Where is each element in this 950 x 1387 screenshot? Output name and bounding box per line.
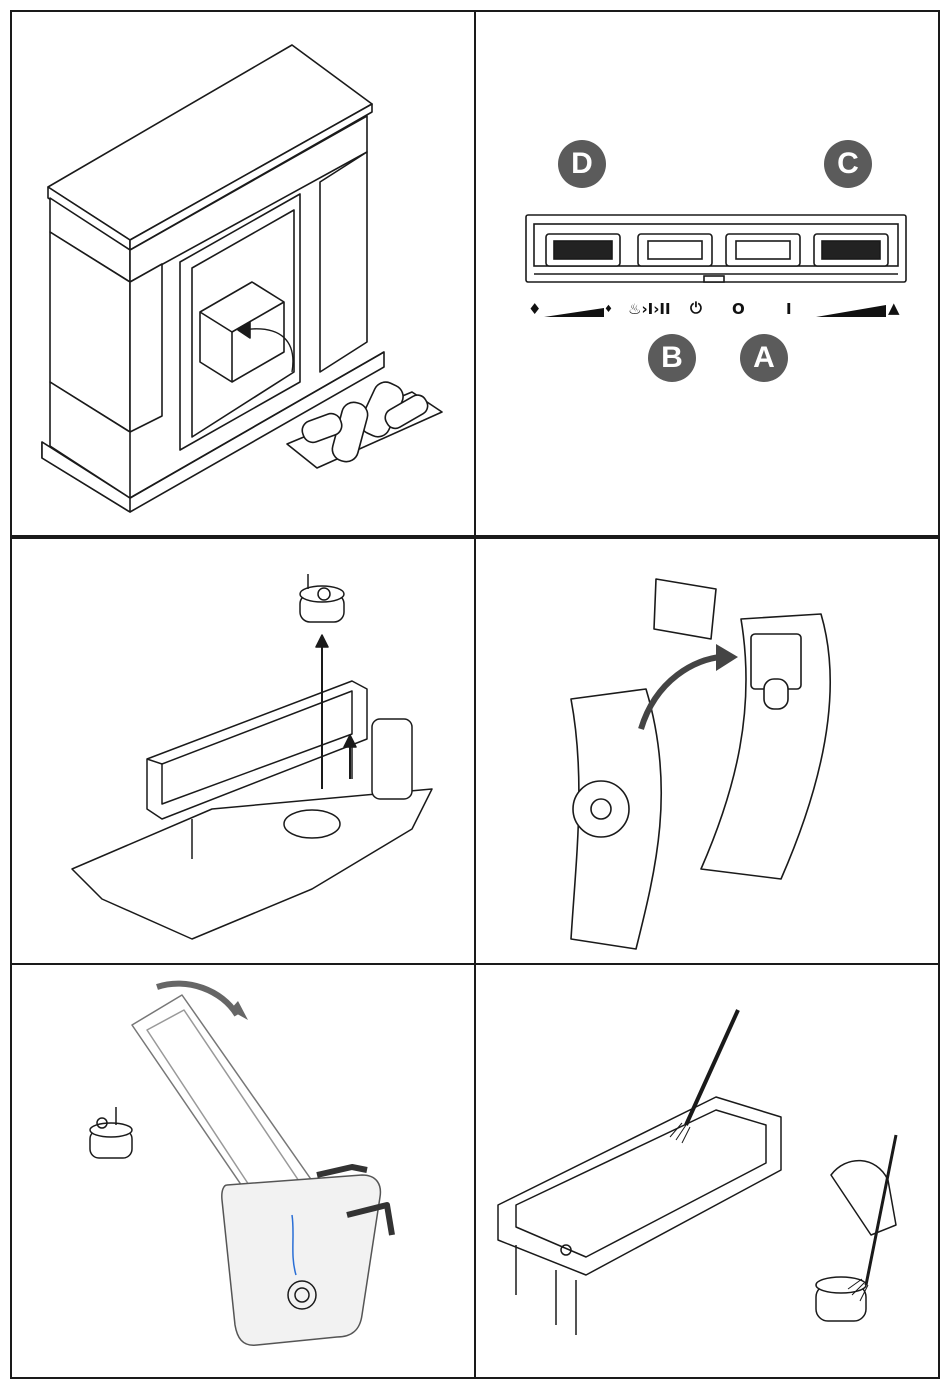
flame-low-icon: ♦ <box>604 304 613 315</box>
power-icon: ⏻ <box>690 299 702 317</box>
panel-control-panel: D C B A ♨›I›II ⏻ O I ♦ ♦ ▲ <box>474 10 940 537</box>
tank-removal-illustration <box>12 539 476 965</box>
flame-high-icon: ♦ <box>528 300 541 318</box>
fireplace-illustration <box>12 12 476 537</box>
remote-battery-illustration <box>476 539 940 965</box>
label-b-badge: B <box>648 334 696 382</box>
flame-mode-symbol: ♨›I›II <box>628 300 671 318</box>
label-d-badge: D <box>558 140 606 188</box>
on-symbol: I <box>786 300 792 318</box>
off-symbol: O <box>732 300 745 318</box>
panel-tank-removal <box>10 537 476 965</box>
label-a-badge: A <box>740 334 788 382</box>
control-panel-illustration <box>476 12 940 537</box>
panel-tank-cleaning <box>474 963 940 1379</box>
tank-cleaning-illustration <box>476 965 940 1379</box>
thermometer-icon: ▲ <box>888 299 900 317</box>
tank-emptying-illustration <box>12 965 476 1379</box>
panel-tank-emptying <box>10 963 476 1379</box>
panel-fireplace <box>10 10 476 537</box>
label-c-badge: C <box>824 140 872 188</box>
panel-remote-battery <box>474 537 940 965</box>
